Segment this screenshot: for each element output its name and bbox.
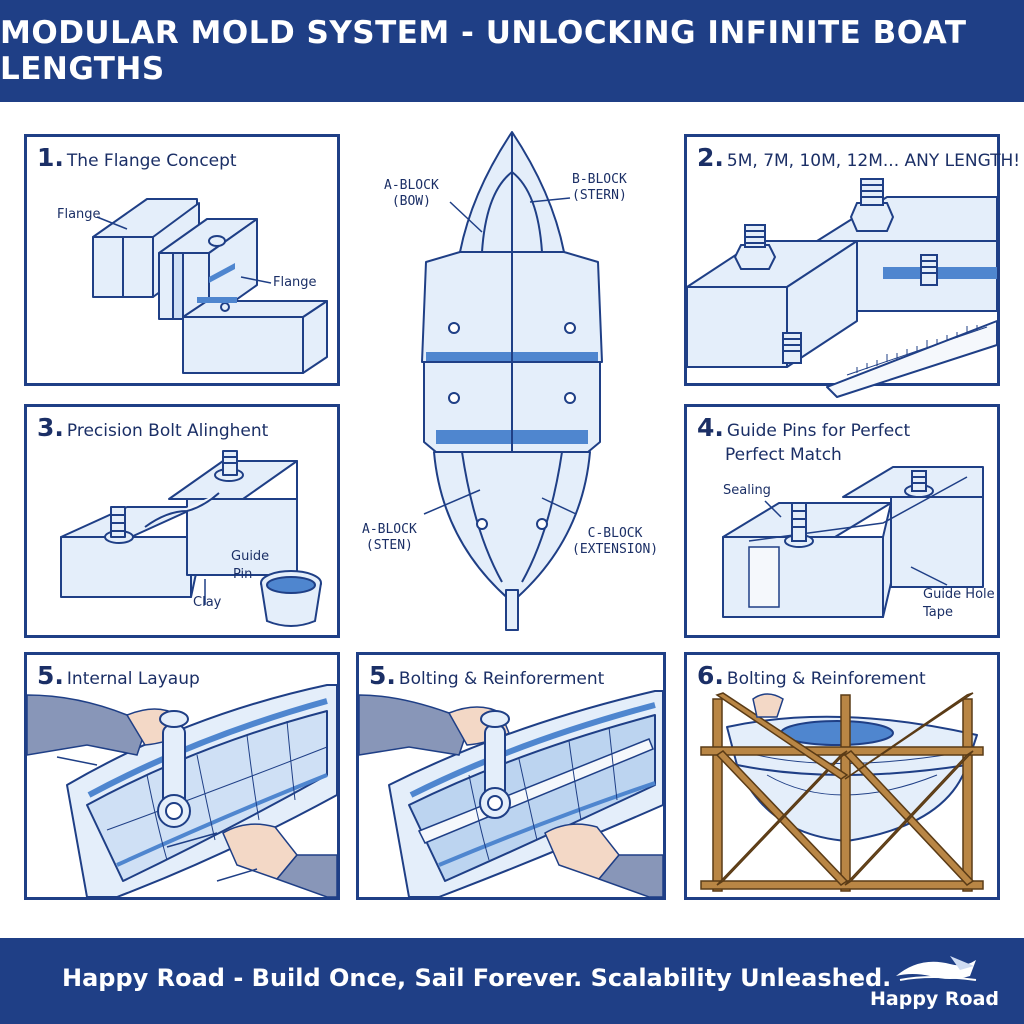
tape-label: Tape: [923, 605, 954, 620]
flange-blocks-illustration: [92, 198, 328, 374]
pin-label: Pin: [233, 567, 253, 582]
panel-title: 5.Bolting & Reinforerment: [369, 661, 605, 690]
panel-bolting-reinforcement-a: 5.Bolting & Reinforerment: [356, 652, 666, 900]
panel-title-line2: Perfect Match: [725, 445, 842, 465]
guide-hole-label: Guide Hole: [923, 587, 995, 602]
flange-label-right: Flange: [273, 275, 317, 290]
panel-title: 1.The Flange Concept: [37, 143, 237, 172]
sealing-label: Sealing: [723, 483, 771, 498]
header-banner: MODULAR MOLD SYSTEM - UNLOCKING INFINITE…: [0, 0, 1024, 102]
brand-logo: Happy Road: [864, 946, 1004, 1016]
guide-pins-illustration: [722, 466, 984, 618]
label-a-block-sten: A-BLOCK (STEN): [362, 522, 417, 553]
panel-flange-concept: 1.The Flange Concept Flange Flange: [24, 134, 340, 386]
panel-precision-bolt: 3.Precision Bolt Alinghent Guide Pin Cla…: [24, 404, 340, 638]
guide-label: Guide: [231, 549, 270, 564]
panel-guide-pins: 4.Guide Pins for Perfect Perfect Match S…: [684, 404, 1000, 638]
wave-logo-icon: [896, 956, 977, 981]
page-title: MODULAR MOLD SYSTEM - UNLOCKING INFINITE…: [0, 15, 967, 87]
bolted-blocks-illustration: [686, 178, 998, 398]
panel-bolting-reinforcement-b: 6.Bolting & Reinforement: [684, 652, 1000, 900]
hull-segments-diagram: [421, 131, 603, 631]
panel-title: 4.Guide Pins for Perfect: [697, 413, 911, 442]
footer-tagline: Happy Road - Build Once, Sail Forever. S…: [62, 964, 892, 992]
clay-label: Clay: [193, 595, 222, 610]
flange-label-left: Flange: [57, 207, 101, 222]
panel-internal-layup: 5.Internal Layaup: [24, 652, 340, 900]
panel-title: 2.5M, 7M, 10M, 12M... ANY LENGTH!: [697, 143, 1021, 172]
bolt-alignment-illustration: [60, 450, 322, 627]
panel-any-length: 2.5M, 7M, 10M, 12M... ANY LENGTH!: [684, 134, 1020, 398]
panel-title: 3.Precision Bolt Alinghent: [37, 413, 269, 442]
label-c-block-extension: C-BLOCK (EXTENSION): [572, 526, 659, 557]
panel-title: 6.Bolting & Reinforement: [697, 661, 926, 690]
bamboo-scaffold-illustration: [700, 692, 984, 892]
panel-title: 5.Internal Layaup: [37, 661, 200, 690]
bolting-illustration: [358, 690, 664, 898]
layup-illustration: [26, 684, 338, 898]
label-a-block-bow: A-BLOCK (BOW): [384, 178, 439, 209]
label-b-block-stern: B-BLOCK (STERN): [572, 172, 627, 203]
footer-banner: Happy Road - Build Once, Sail Forever. S…: [0, 938, 1024, 1024]
brand-name: Happy Road: [870, 988, 1000, 1010]
